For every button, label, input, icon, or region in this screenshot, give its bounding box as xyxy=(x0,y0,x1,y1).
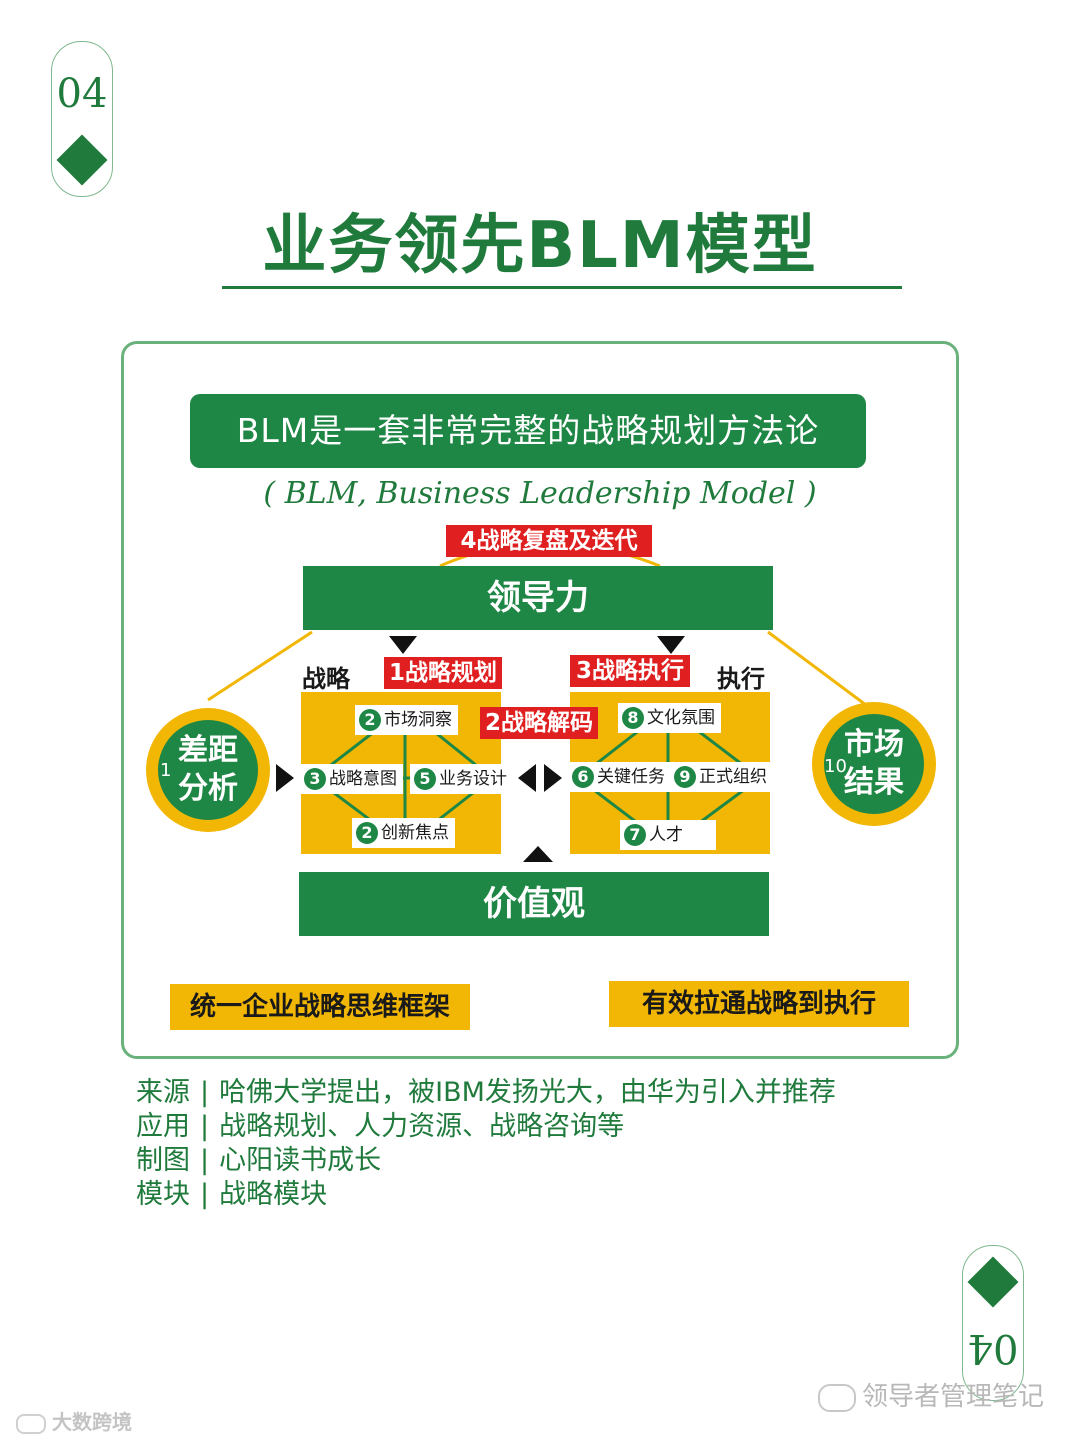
execution-item-label: 关键任务 xyxy=(597,767,665,787)
wechat-icon xyxy=(817,1383,856,1412)
bottom-right-label: 有效拉通战略到执行 xyxy=(609,981,909,1027)
meta-key: 来源 xyxy=(136,1077,190,1108)
bottom-left-label: 统一企业战略思维框架 xyxy=(170,984,470,1030)
meta-value: 战略规划、人力资源、战略咨询等 xyxy=(219,1111,625,1142)
strategy-item-label: 市场洞察 xyxy=(384,710,452,730)
meta-value: 战略模块 xyxy=(219,1179,328,1210)
number-badge: 8 xyxy=(622,707,644,729)
result-connector xyxy=(767,630,871,710)
subtitle: ( BLM, Business Leadership Model ) xyxy=(263,476,817,511)
strategy-item-label: 业务设计 xyxy=(439,769,507,789)
gap-analysis-inner: 差距 分析 xyxy=(158,720,258,820)
strategy-execution-tag: 3战略执行 xyxy=(570,655,690,687)
market-result-inner: 市场 结果 xyxy=(824,714,924,814)
corner-number-top: 04 xyxy=(56,71,108,117)
page-title: 业务领先BLM模型 xyxy=(262,209,818,283)
meta-key: 模块 xyxy=(136,1179,190,1210)
title-underline xyxy=(222,286,902,289)
market-result-number: 10 xyxy=(824,756,847,777)
number-badge: 6 xyxy=(572,766,594,788)
gap-connector xyxy=(207,630,313,702)
number-badge: 2 xyxy=(356,822,378,844)
right-arrow xyxy=(544,764,562,792)
values-bar: 价值观 xyxy=(299,872,769,936)
leadership-bar: 领导力 xyxy=(303,566,773,630)
up-arrow xyxy=(523,846,553,862)
market-result-line1: 市场 xyxy=(844,727,904,762)
corner-card-top: 04 xyxy=(51,41,113,197)
watermark-right: 领导者管理笔记 xyxy=(817,1376,1044,1413)
meta-key: 应用 xyxy=(136,1111,190,1142)
meta-value: 心阳读书成长 xyxy=(219,1145,382,1176)
gap-analysis-number: 1 xyxy=(160,760,172,781)
meta-separator: | xyxy=(200,1179,210,1210)
left-arrow xyxy=(518,764,536,792)
meta-row-module: 模块 | 战略模块 xyxy=(136,1172,327,1211)
gap-analysis-line1: 差距 xyxy=(178,733,238,768)
execution-item-label: 文化氛围 xyxy=(647,708,715,728)
strategy-label: 战略 xyxy=(302,665,350,693)
meta-row-source: 来源 | 哈佛大学提出，被IBM发扬光大，由华为引入并推荐 xyxy=(136,1070,836,1109)
execution-label: 执行 xyxy=(717,665,765,693)
review-tag: 4战略复盘及迭代 xyxy=(446,525,652,557)
strategy-item-label: 战略意图 xyxy=(329,769,397,789)
watermark-right-text: 领导者管理笔记 xyxy=(861,1382,1044,1412)
gap-analysis-circle: 差距 分析 1 xyxy=(146,708,270,832)
execution-item-label: 人才 xyxy=(649,825,683,845)
right-arrow xyxy=(276,764,294,792)
number-badge: 9 xyxy=(674,766,696,788)
strategy-planning-tag: 1战略规划 xyxy=(384,657,502,689)
meta-row-author: 制图 | 心阳读书成长 xyxy=(136,1138,381,1177)
number-badge: 3 xyxy=(304,768,326,790)
market-result-circle: 市场 结果 10 xyxy=(812,702,936,826)
watermark-left: 大数跨境 xyxy=(16,1406,132,1435)
gap-analysis-line2: 分析 xyxy=(178,771,238,806)
meta-row-application: 应用 | 战略规划、人力资源、战略咨询等 xyxy=(136,1104,624,1143)
meta-key: 制图 xyxy=(136,1145,190,1176)
strategy-decode-tag: 2战略解码 xyxy=(480,707,598,739)
down-arrow-left xyxy=(389,636,417,654)
strategy-item-label: 创新焦点 xyxy=(381,823,449,843)
brand-logo-icon xyxy=(16,1413,46,1434)
meta-separator: | xyxy=(200,1077,210,1108)
market-result-line2: 结果 xyxy=(844,765,904,800)
number-badge: 7 xyxy=(624,824,646,846)
meta-separator: | xyxy=(200,1145,210,1176)
meta-value: 哈佛大学提出，被IBM发扬光大，由华为引入并推荐 xyxy=(219,1077,836,1108)
meta-separator: | xyxy=(200,1111,210,1142)
execution-item-label: 正式组织 xyxy=(699,767,767,787)
down-arrow-right xyxy=(657,636,685,654)
watermark-left-text: 大数跨境 xyxy=(52,1410,132,1434)
number-badge: 2 xyxy=(359,709,381,731)
number-badge: 5 xyxy=(414,768,436,790)
banner: BLM是一套非常完整的战略规划方法论 xyxy=(190,394,866,468)
